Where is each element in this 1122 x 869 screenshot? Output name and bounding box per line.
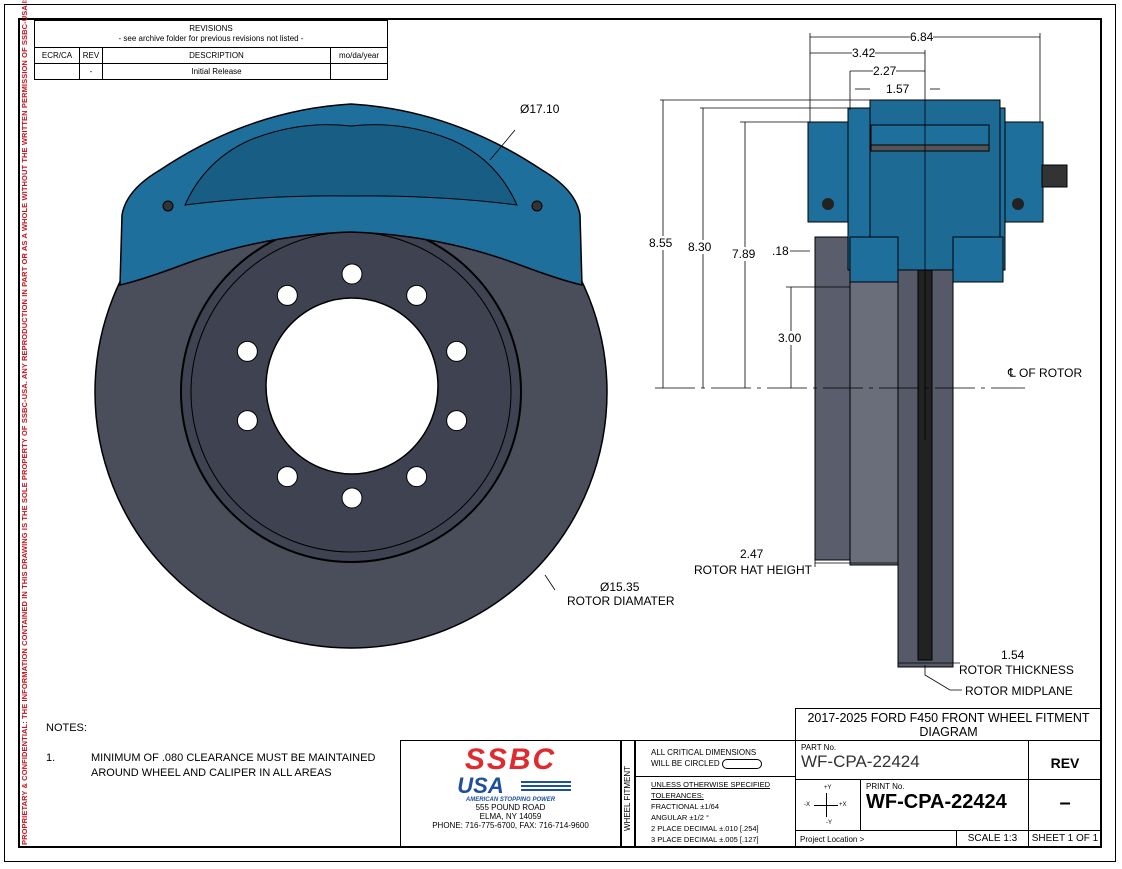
axis-plus-x: +X bbox=[839, 802, 847, 808]
title-line1: 2017-2025 FORD F450 FRONT WHEEL FITMENT bbox=[807, 711, 1090, 725]
tolerance-fractional: FRACTIONAL ±1/64 bbox=[651, 802, 720, 811]
lug-hole bbox=[276, 284, 298, 306]
scale: SCALE 1:3 bbox=[956, 830, 1029, 848]
hub-bore bbox=[265, 297, 439, 475]
lug-hole bbox=[446, 340, 468, 362]
lug-hole bbox=[406, 284, 428, 306]
dim-1-57: 1.57 bbox=[886, 82, 910, 96]
rev-value-cell: – bbox=[1028, 779, 1102, 831]
rev-label-cell: REV bbox=[1028, 740, 1102, 780]
dim-3-42: 3.42 bbox=[852, 46, 876, 60]
cell: Initial Release bbox=[102, 63, 331, 80]
cell bbox=[330, 63, 388, 80]
axis-minus-x: -X bbox=[804, 802, 810, 808]
logo-tagline: AMERICAN STOPPING POWER bbox=[465, 797, 556, 803]
label-hat-height: ROTOR HAT HEIGHT bbox=[694, 563, 813, 577]
label-rotor-thickness: ROTOR THICKNESS bbox=[959, 663, 1074, 677]
note-text-line2: AROUND WHEEL AND CALIPER IN ALL AREAS bbox=[91, 767, 332, 779]
dim-caliper-diameter: Ø17.10 bbox=[520, 102, 560, 116]
rev-value: – bbox=[1059, 792, 1071, 814]
dim-0-18: .18 bbox=[772, 244, 789, 258]
title-line2: DIAGRAM bbox=[919, 725, 978, 739]
dim-6-84: 6.84 bbox=[910, 30, 934, 44]
dim-rotor-thickness: 1.54 bbox=[1001, 648, 1025, 662]
axis-plus-y: +Y bbox=[824, 785, 832, 791]
address-line1: 555 POUND ROAD bbox=[475, 803, 546, 812]
critical-line2: WILL BE CIRCLED bbox=[651, 759, 720, 768]
project-location: Project Location > bbox=[795, 830, 957, 848]
table-row: - Initial Release bbox=[34, 63, 388, 80]
header-date: mo/da/year bbox=[330, 47, 388, 64]
lug-hole bbox=[446, 410, 468, 432]
lug-hole bbox=[341, 487, 363, 509]
note-text-line1: MINIMUM OF .080 CLEARANCE MUST BE MAINTA… bbox=[91, 752, 376, 764]
print-label: PRINT No. bbox=[866, 782, 905, 791]
company-block: SSBC USA AMERICAN STOPPING POWER 555 POU… bbox=[400, 740, 621, 848]
lug-hole bbox=[406, 466, 428, 488]
critical-dims-cell: ALL CRITICAL DIMENSIONS WILL BE CIRCLED bbox=[635, 740, 796, 777]
tolerances-cell: UNLESS OTHERWISE SPECIFIED TOLERANCES: F… bbox=[635, 776, 796, 848]
print-number: WF-CPA-22424 bbox=[866, 791, 1007, 813]
label-rotor-diameter: ROTOR DIAMATER bbox=[567, 594, 675, 608]
wheel-fitment-label: WHEEL FITMENT bbox=[623, 765, 632, 831]
tolerance-title: TOLERANCES: bbox=[651, 791, 704, 800]
axis-cross-v bbox=[826, 793, 827, 817]
logo-ssbc: SSBC bbox=[464, 743, 557, 776]
dim-7-89: 7.89 bbox=[732, 247, 756, 261]
front-view bbox=[94, 103, 608, 649]
lug-hole bbox=[236, 410, 258, 432]
dim-rotor-diameter: Ø15.35 bbox=[600, 580, 640, 594]
side-view bbox=[655, 33, 1068, 691]
circle-symbol bbox=[721, 758, 762, 769]
address-line2: ELMA, NY 14059 bbox=[479, 812, 542, 821]
note-number: 1. bbox=[46, 752, 56, 764]
label-rotor-midplane: ROTOR MIDPLANE bbox=[965, 684, 1073, 698]
part-label: PART No. bbox=[801, 743, 837, 752]
revisions-subtitle: - see archive folder for previous revisi… bbox=[118, 34, 304, 43]
axis-minus-y: -Y bbox=[826, 820, 832, 826]
part-number-cell: PART No. WF-CPA-22424 bbox=[795, 740, 1029, 780]
tolerance-2place: 2 PLACE DECIMAL ±.010 [.254] bbox=[651, 824, 759, 833]
dim-2-27: 2.27 bbox=[873, 64, 897, 78]
vertical-label-cell: WHEEL FITMENT bbox=[621, 740, 635, 848]
critical-line1: ALL CRITICAL DIMENSIONS bbox=[651, 748, 757, 757]
lug-hole bbox=[341, 263, 363, 285]
axes-cell: +Y -Y -X +X bbox=[795, 779, 861, 831]
lug-hole bbox=[236, 340, 258, 362]
tolerance-header: UNLESS OTHERWISE SPECIFIED bbox=[651, 780, 771, 789]
sheet-number: SHEET 1 OF 1 bbox=[1028, 830, 1102, 848]
dim-8-55: 8.55 bbox=[649, 236, 673, 250]
notes-title: NOTES: bbox=[46, 722, 87, 734]
logo-flag-stripes bbox=[521, 781, 571, 793]
tolerance-3place: 3 PLACE DECIMAL ±.005 [.127] bbox=[651, 835, 759, 844]
drawing-title: 2017-2025 FORD F450 FRONT WHEEL FITMENT … bbox=[795, 708, 1102, 741]
rev-label: REV bbox=[1050, 755, 1080, 771]
lug-holes bbox=[236, 263, 468, 509]
logo-usa: USA bbox=[457, 773, 504, 798]
dim-8-30: 8.30 bbox=[688, 240, 712, 254]
centerline-label: ℄ OF ROTOR bbox=[1008, 366, 1083, 380]
caliper-bridge bbox=[184, 124, 518, 206]
outer-frame bbox=[4, 4, 1116, 862]
phone-fax: PHONE: 716-775-6700, FAX: 716-714-9600 bbox=[432, 821, 589, 830]
revisions-table: REVISIONS- see archive folder for previo… bbox=[34, 20, 388, 80]
dim-3-00: 3.00 bbox=[778, 331, 802, 345]
part-number: WF-CPA-22424 bbox=[801, 752, 920, 771]
revisions-title: REVISIONS bbox=[189, 24, 233, 33]
print-number-cell: PRINT No. WF-CPA-22424 bbox=[860, 779, 1029, 831]
lug-hole bbox=[276, 466, 298, 488]
dim-hat-height: 2.47 bbox=[740, 547, 764, 561]
revisions-header-row: ECR/CA REV DESCRIPTION mo/da/year bbox=[34, 47, 388, 64]
tolerance-angular: ANGULAR ±1/2 ° bbox=[651, 813, 709, 822]
